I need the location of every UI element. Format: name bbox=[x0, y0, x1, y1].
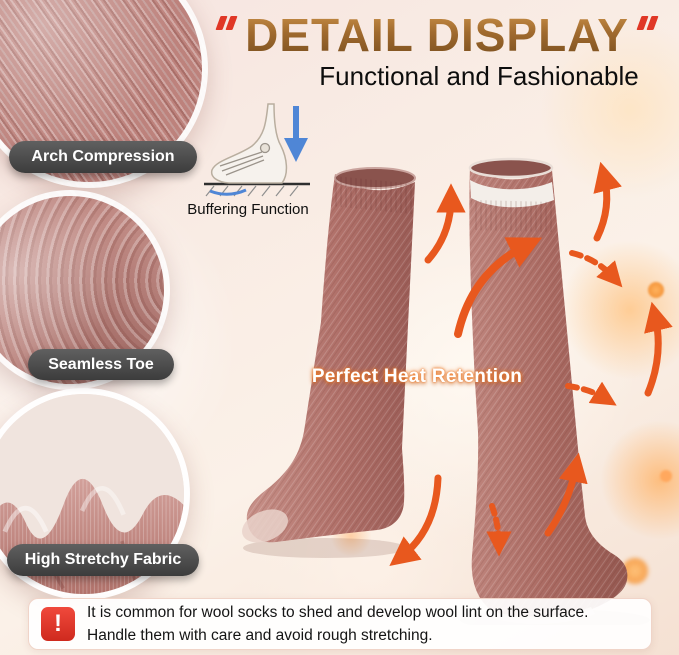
notice-box: ! It is common for wool socks to shed an… bbox=[28, 598, 652, 650]
notice-line1: It is common for wool socks to shed and … bbox=[87, 603, 589, 621]
warning-icon: ! bbox=[41, 607, 75, 641]
notice-line2: Handle them with care and avoid rough st… bbox=[87, 627, 433, 644]
left-sock bbox=[242, 167, 416, 543]
heat-retention-label: Perfect Heat Retention bbox=[311, 366, 523, 387]
decor-mark-right-icon bbox=[636, 16, 659, 30]
bokeh-dot bbox=[660, 470, 672, 482]
decor-mark-left-icon bbox=[215, 16, 238, 30]
bokeh-dot bbox=[648, 282, 664, 298]
title-row: DETAIL DISPLAY bbox=[195, 12, 679, 58]
arch-compression-label: Arch Compression bbox=[9, 141, 197, 173]
notice-text: It is common for wool socks to shed and … bbox=[87, 601, 588, 648]
header: DETAIL DISPLAY Functional and Fashionabl… bbox=[195, 12, 679, 92]
page-subtitle: Functional and Fashionable bbox=[319, 61, 639, 91]
stretch-fabric-label: High Stretchy Fabric bbox=[7, 544, 199, 576]
page-title: DETAIL DISPLAY bbox=[245, 9, 629, 61]
seamless-toe-label: Seamless Toe bbox=[28, 349, 174, 380]
